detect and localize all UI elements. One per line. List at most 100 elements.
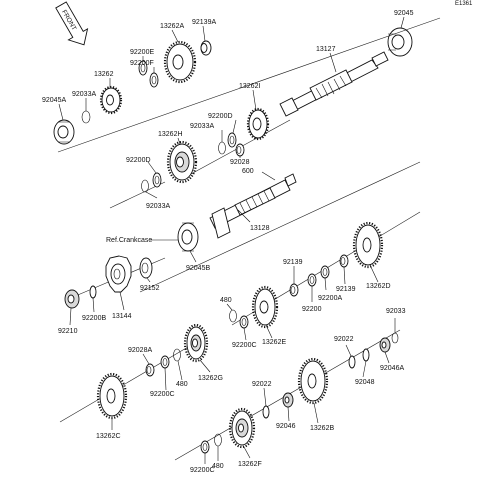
ref-crankcase-label: Ref.Crankcase bbox=[106, 237, 152, 244]
circlip-92033A-mid bbox=[218, 141, 226, 155]
gear-13262 bbox=[99, 85, 123, 115]
label-92200D-left: 92200D bbox=[126, 157, 151, 164]
axis-line-upper bbox=[57, 17, 441, 153]
label-92200C-bottom: 92200C bbox=[190, 467, 215, 474]
label-92033A-top: 92033A bbox=[72, 91, 96, 98]
label-600: 600 bbox=[242, 168, 254, 175]
label-92046: 92046 bbox=[276, 423, 296, 430]
label-92200E: 92200E bbox=[130, 49, 154, 56]
shaft-13127 bbox=[279, 51, 389, 117]
diagram-code: E1361 bbox=[455, 1, 473, 7]
label-92033A-mid: 92033A bbox=[190, 123, 214, 130]
needle-bearing-92046 bbox=[282, 392, 294, 408]
washer-92200C-bottom bbox=[200, 440, 210, 454]
label-92046A: 92046A bbox=[380, 365, 404, 372]
bushing-92028A bbox=[145, 363, 155, 377]
label-92028: 92028 bbox=[230, 159, 250, 166]
label-92022-bottom: 92022 bbox=[252, 381, 272, 388]
bushing-92139-a bbox=[339, 254, 349, 268]
gear-13262I bbox=[246, 107, 270, 141]
label-92200A: 92200A bbox=[318, 295, 342, 302]
circlip-480-mid bbox=[229, 309, 237, 323]
label-13144: 13144 bbox=[112, 313, 132, 320]
label-13262D: 13262D bbox=[366, 283, 391, 290]
gear-13262G bbox=[183, 323, 209, 363]
washer-92200D-left bbox=[152, 172, 162, 188]
leader-lines bbox=[58, 16, 405, 464]
label-13127: 13127 bbox=[316, 46, 336, 53]
label-92045: 92045 bbox=[394, 10, 414, 17]
label-13262C: 13262C bbox=[96, 433, 121, 440]
label-13262: 13262 bbox=[94, 71, 114, 78]
label-92022-right: 92022 bbox=[334, 336, 354, 343]
label-92200: 92200 bbox=[302, 306, 322, 313]
leader-600 bbox=[261, 171, 276, 181]
label-13262E: 13262E bbox=[262, 339, 286, 346]
label-13128: 13128 bbox=[250, 225, 270, 232]
label-92045A: 92045A bbox=[42, 97, 66, 104]
label-92033: 92033 bbox=[386, 308, 406, 315]
washer-92200C-left bbox=[160, 355, 170, 369]
label-480-left: 480 bbox=[176, 381, 188, 388]
circlip-92033A-left bbox=[141, 179, 149, 193]
label-480-bottom: 480 bbox=[212, 463, 224, 470]
bearing-92045 bbox=[387, 27, 413, 57]
label-480-mid: 480 bbox=[220, 297, 232, 304]
gear-13262C bbox=[96, 372, 128, 420]
label-92152: 92152 bbox=[140, 285, 160, 292]
washer-92022-bottom bbox=[262, 405, 270, 419]
washer-92200A bbox=[320, 265, 330, 279]
front-arrow: FRONT bbox=[55, 1, 89, 46]
label-13262A: 13262A bbox=[160, 23, 184, 30]
label-92048: 92048 bbox=[355, 379, 375, 386]
gear-13262D bbox=[352, 221, 384, 269]
sprocket-13144 bbox=[105, 255, 132, 293]
bearing-92045A bbox=[53, 119, 75, 145]
label-92033A-left: 92033A bbox=[146, 203, 170, 210]
collar-92152 bbox=[139, 257, 153, 279]
gear-13262E bbox=[251, 285, 279, 329]
label-92210: 92210 bbox=[58, 328, 78, 335]
label-92139-lower: 92139 bbox=[336, 286, 356, 293]
label-92200C-mid: 92200C bbox=[232, 342, 257, 349]
bearing-92045B bbox=[177, 222, 199, 252]
label-92200C-left: 92200C bbox=[150, 391, 175, 398]
label-92028A: 92028A bbox=[128, 347, 152, 354]
washer-92200B bbox=[89, 285, 97, 299]
label-13262I: 13262I bbox=[239, 83, 260, 90]
gear-13262F bbox=[228, 407, 256, 449]
label-92139-upper: 92139 bbox=[283, 259, 303, 266]
washer-92022-right bbox=[348, 355, 356, 369]
nut-92210 bbox=[64, 289, 80, 309]
bushing-92139-b bbox=[289, 283, 299, 297]
label-13262F: 13262F bbox=[238, 461, 262, 468]
washer-92200 bbox=[307, 273, 317, 287]
label-92139A: 92139A bbox=[192, 19, 216, 26]
label-92200D-top: 92200D bbox=[208, 113, 233, 120]
label-13262H: 13262H bbox=[158, 131, 183, 138]
washer-92200F bbox=[149, 72, 159, 88]
gear-13262B bbox=[297, 357, 329, 405]
circlip-92033A-top bbox=[81, 110, 91, 124]
label-92200B: 92200B bbox=[82, 315, 106, 322]
label-13262B: 13262B bbox=[310, 425, 334, 432]
washer-92200C-mid bbox=[239, 315, 249, 329]
shaft-13128 bbox=[209, 173, 297, 239]
axis-line-lower-left bbox=[59, 339, 201, 423]
washer-92048 bbox=[362, 348, 370, 362]
axis-line-13128 bbox=[139, 161, 421, 293]
label-13262G: 13262G bbox=[198, 375, 223, 382]
washer-480-bottom bbox=[214, 433, 222, 447]
needle-bearing-92046A bbox=[379, 337, 391, 353]
label-92045B: 92045B bbox=[186, 265, 210, 272]
washer-92200D-top bbox=[227, 132, 237, 148]
gear-13262A bbox=[163, 40, 197, 84]
bushing-92139A bbox=[200, 40, 212, 56]
gear-13262H bbox=[166, 140, 198, 184]
axis-line-upper-mid bbox=[179, 119, 291, 181]
washer-92033 bbox=[391, 332, 399, 344]
washer-480-left bbox=[173, 348, 181, 362]
label-92200F: 92200F bbox=[130, 60, 154, 67]
